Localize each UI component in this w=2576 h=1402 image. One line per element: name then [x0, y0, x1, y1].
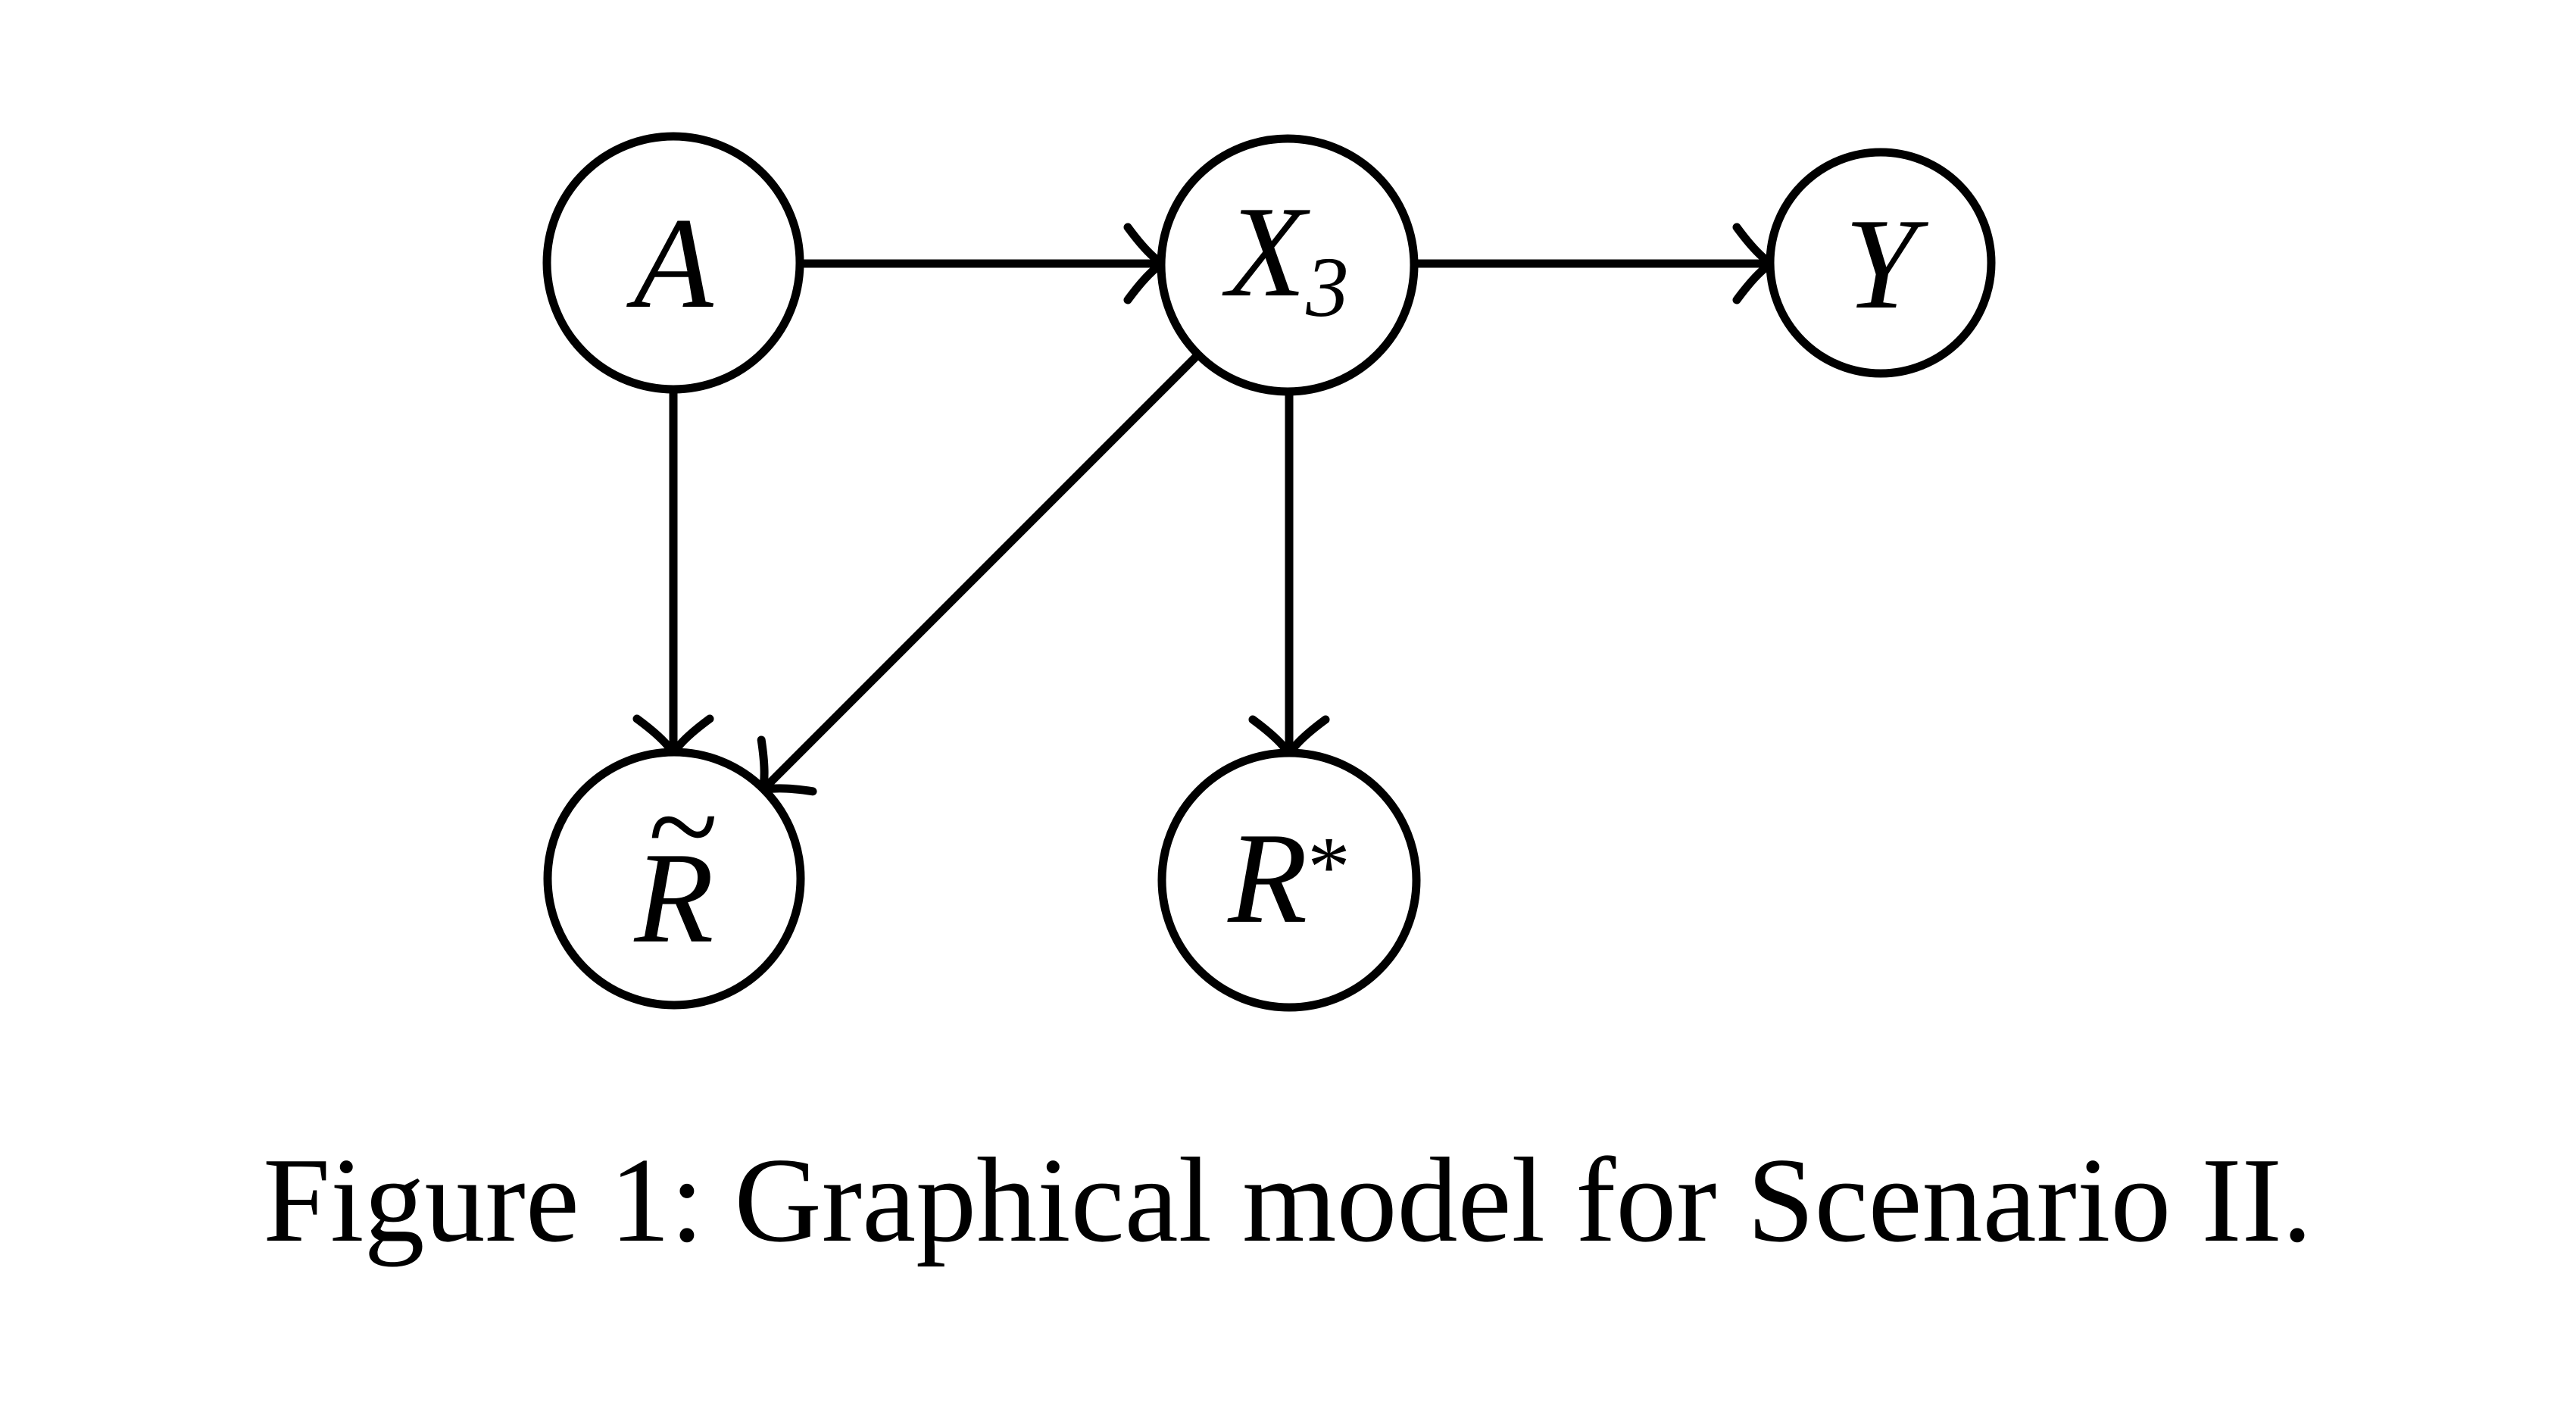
- node-X3-subscript: 3: [1305, 240, 1349, 335]
- node-Rtilde-circle: [543, 748, 805, 1010]
- figure-caption: Figure 1: Graphical model for Scenario I…: [263, 1132, 2312, 1267]
- node-Rstar-circle: [1157, 748, 1421, 1012]
- node-A-label: A: [626, 192, 713, 336]
- nodes: A X3 Y R ~ R*: [542, 132, 1996, 1012]
- node-Rtilde-tilde-accent: ~: [648, 755, 718, 898]
- node-Y-label: Y: [1844, 192, 1928, 336]
- node-Rtilde-label: R: [633, 826, 713, 970]
- edges: [632, 223, 1781, 797]
- node-Rstar-label: R*: [1227, 807, 1350, 951]
- edge-X3-to-Rtilde: [756, 351, 1201, 797]
- node-Y-circle: [1766, 148, 1996, 378]
- node-X3-label: X3: [1222, 180, 1349, 335]
- node-X3-base: X: [1222, 180, 1310, 324]
- node-Rstar-superscript: *: [1307, 820, 1350, 914]
- node-X3-circle: [1157, 134, 1419, 396]
- node-A-circle: [542, 132, 804, 394]
- node-Rstar-base: R: [1227, 807, 1307, 951]
